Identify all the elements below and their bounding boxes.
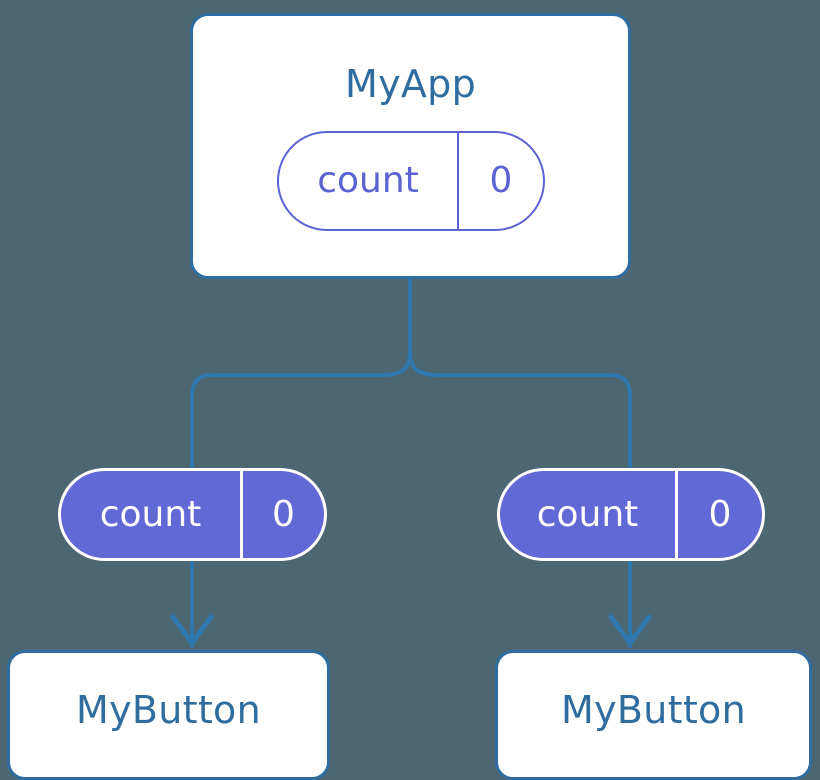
prop-pill-left-count-key: count <box>99 493 202 535</box>
state-pill-myapp-count-value: 0 <box>457 133 543 229</box>
prop-pill-left-count-value: 0 <box>240 471 324 558</box>
prop-pill-right-count[interactable]: count 0 <box>497 468 765 561</box>
component-mybutton-left-title: MyButton <box>76 688 261 732</box>
component-mybutton-left[interactable]: MyButton <box>7 650 330 780</box>
component-myapp-title: MyApp <box>344 62 476 106</box>
prop-pill-right-count-value: 0 <box>675 471 762 558</box>
component-mybutton-right[interactable]: MyButton <box>495 650 812 780</box>
state-pill-myapp-count-key: count <box>317 160 419 201</box>
prop-pill-left-count[interactable]: count 0 <box>58 468 327 561</box>
state-pill-myapp-count[interactable]: count 0 <box>277 131 545 231</box>
arrowhead-right-icon <box>608 614 652 646</box>
component-mybutton-right-title: MyButton <box>561 688 746 732</box>
connector-split-left <box>190 351 412 468</box>
prop-pill-right-count-key: count <box>536 493 639 535</box>
connector-split-right <box>408 351 632 468</box>
arrowhead-left-icon <box>170 614 214 646</box>
